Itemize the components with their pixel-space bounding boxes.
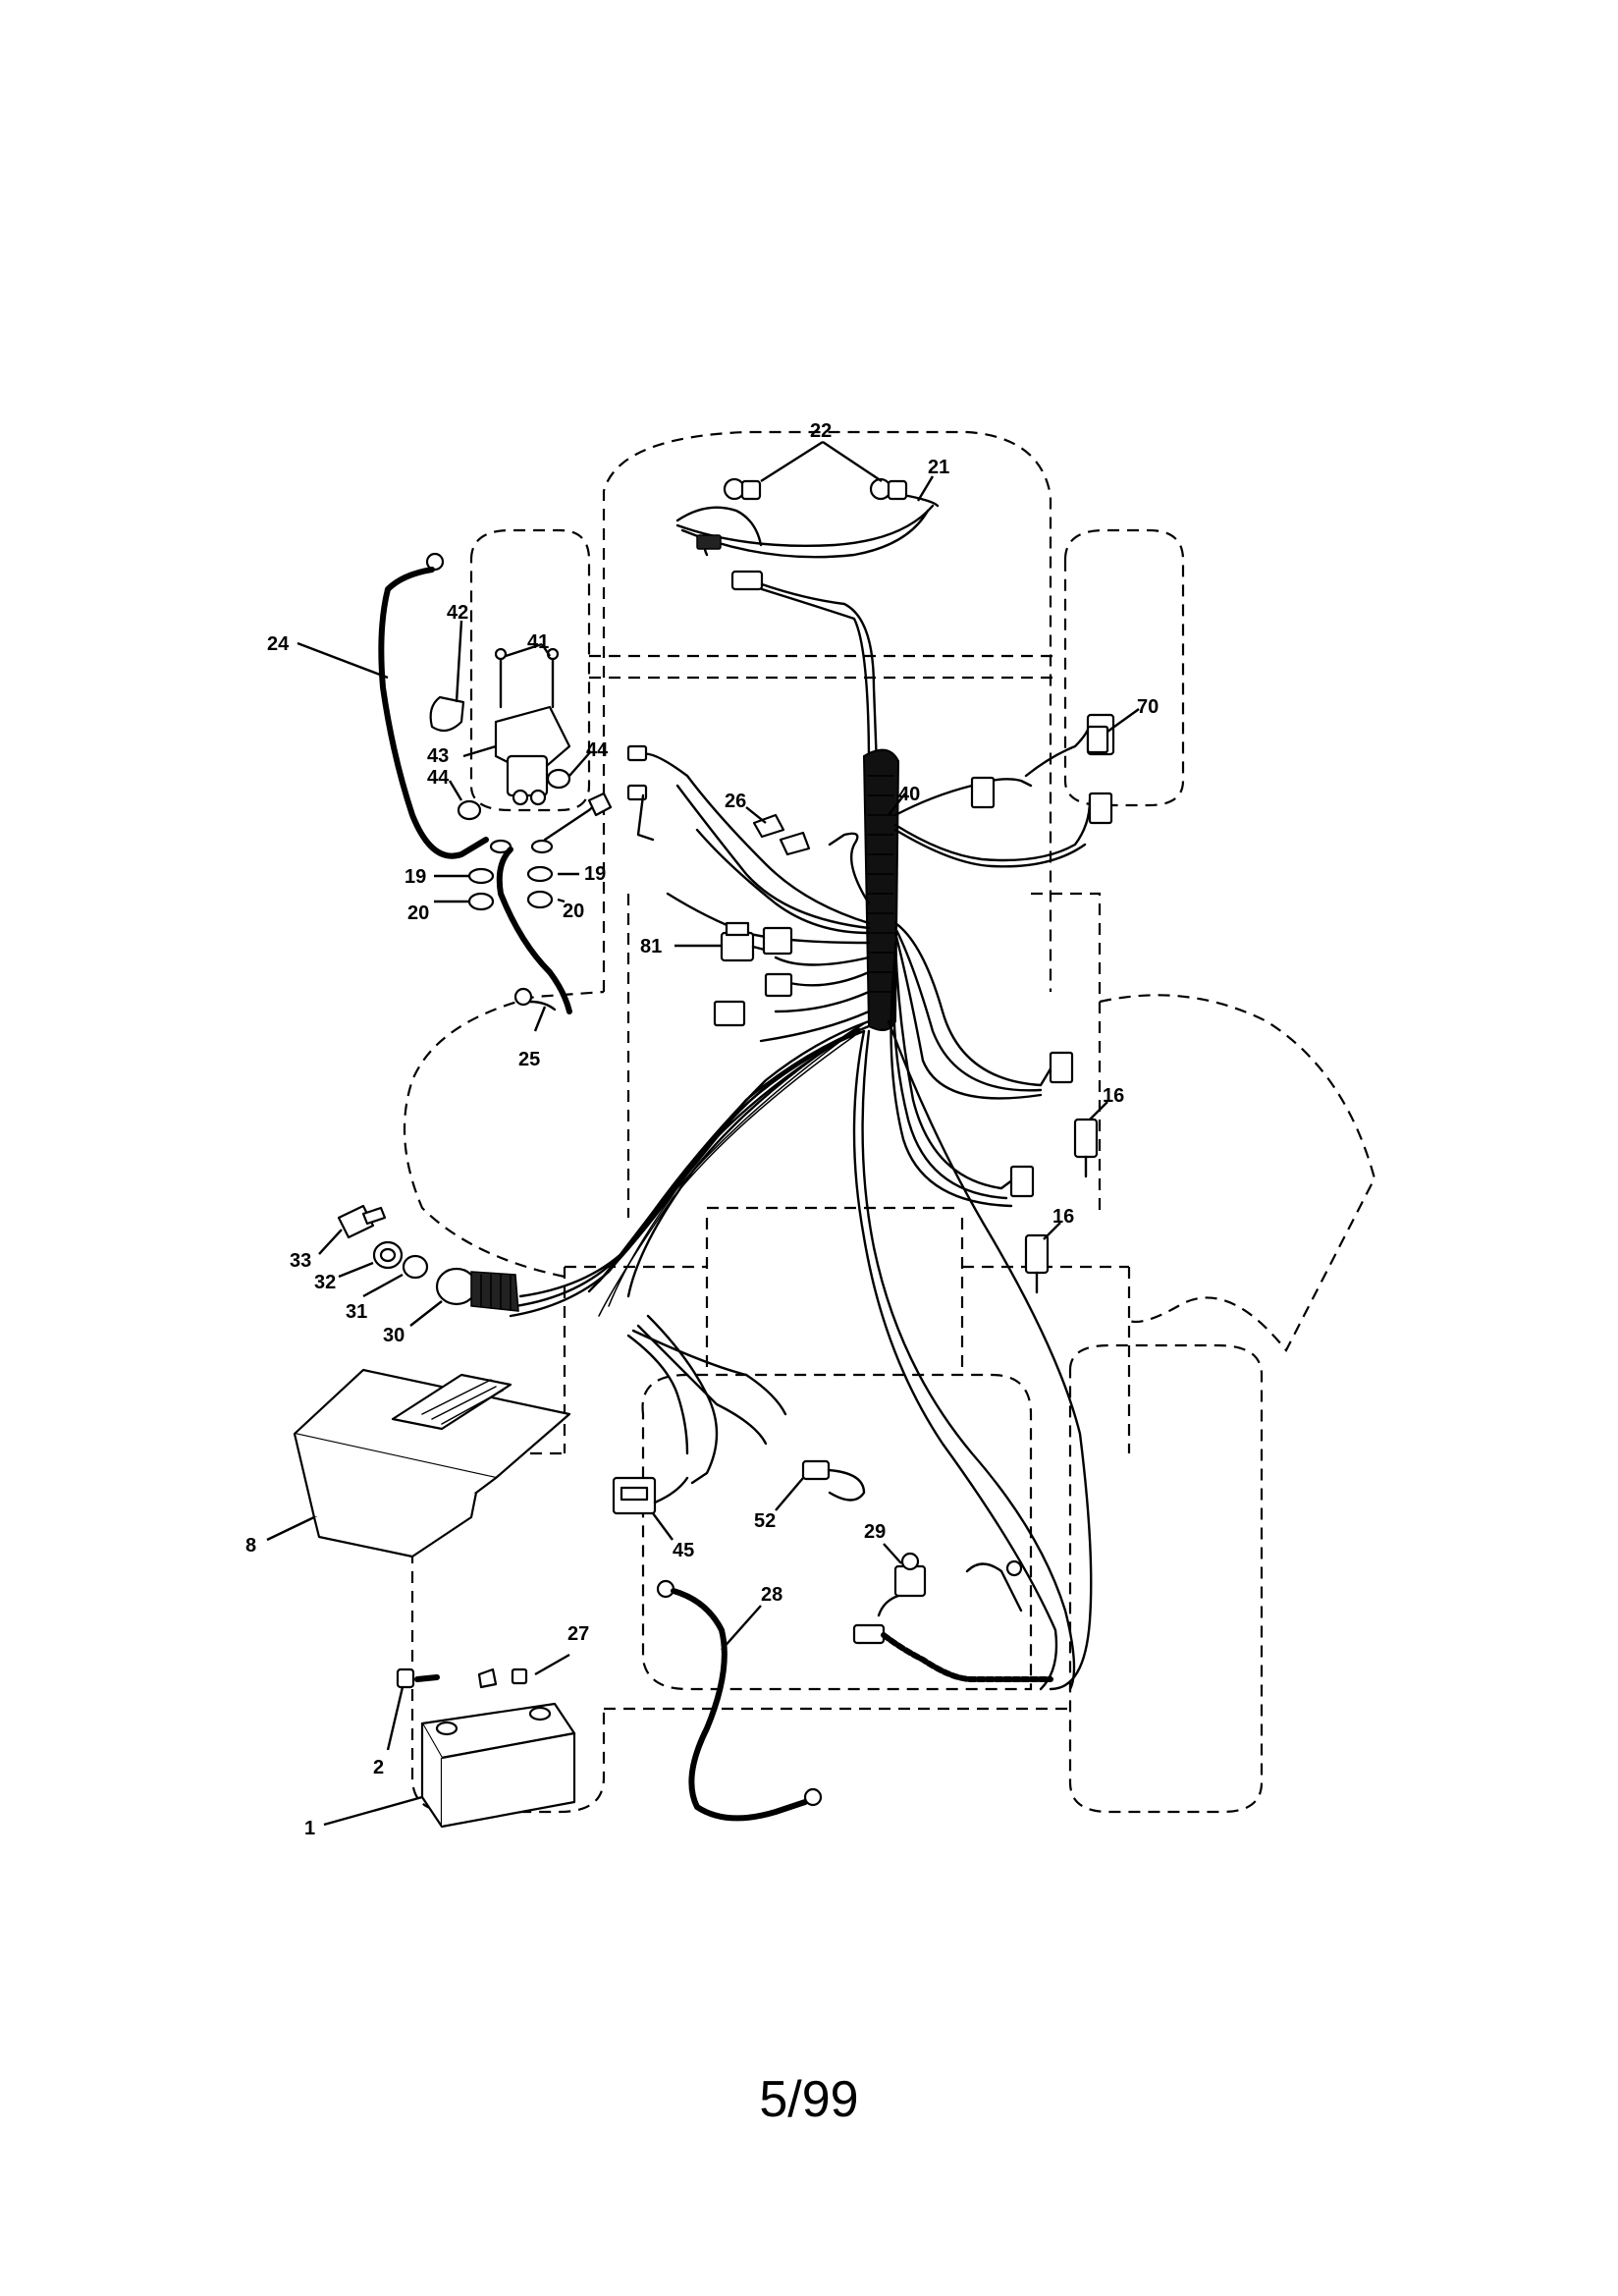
hood-outline [602,430,1052,992]
callout-19-right: 19 [584,863,606,885]
callout-31: 31 [346,1301,367,1323]
callout-42: 42 [447,602,468,624]
headlight-harness [675,477,940,768]
cable-25 [496,792,613,1014]
callout-30: 30 [383,1325,404,1346]
switch-16-lower [1024,1233,1050,1294]
headlight-bulb-left [723,477,762,501]
bezel-32 [372,1240,404,1270]
frame-outline [626,892,1102,1375]
nut-31 [402,1254,429,1280]
right-fender-outline [1099,994,1376,1353]
switch-29 [877,1552,927,1617]
front-left-wheel-outline [469,528,591,812]
connector-52 [801,1459,866,1502]
callout-44-left: 44 [427,767,450,789]
headlight-bulb-right [869,477,908,501]
solenoid-assembly [494,647,571,806]
battery-1 [420,1702,576,1829]
callout-33: 33 [290,1250,311,1272]
callout-52: 52 [754,1510,776,1532]
callout-40: 40 [898,784,920,805]
callout-20-right: 20 [563,901,584,922]
main-harness-wrap [509,720,1093,1691]
callout-24: 24 [267,633,290,655]
front-axle-outline [589,654,1060,680]
callout-45: 45 [673,1540,694,1561]
ground-cable-28 [656,1579,823,1822]
callout-26: 26 [725,791,746,812]
callouts: 22 21 24 42 41 43 44 44 70 40 26 19 20 1… [245,420,1159,1839]
callout-44-right: 44 [586,739,609,761]
battery-bolt-2 [396,1667,440,1689]
front-right-wheel-outline [1063,528,1185,807]
callout-16-upper: 16 [1103,1085,1124,1107]
hour-meter-45 [612,1476,689,1515]
callout-20-left: 20 [407,902,429,924]
callout-70: 70 [1137,696,1159,718]
coiled-lead [852,1559,1053,1682]
left-fender-outline [403,990,605,1279]
callout-22: 22 [810,420,832,442]
ignition-key-33 [337,1204,387,1239]
battery-nut-27 [477,1667,528,1689]
callout-43: 43 [427,745,449,767]
callout-21: 21 [928,457,949,478]
callout-2: 2 [373,1757,384,1778]
rear-center-outline [641,1373,1033,1691]
tractor-outline [403,430,1376,1814]
page-number: 5/99 [759,2071,859,2128]
callout-27: 27 [567,1623,589,1645]
washers-19-nuts-20 [467,839,554,911]
ignition-switch-30 [435,1267,519,1312]
nuts-44 [457,768,571,821]
callout-25: 25 [518,1049,540,1070]
callout-81: 81 [640,936,662,957]
callout-19-left: 19 [404,866,426,888]
switch-16-upper [1073,1118,1099,1178]
battery-cable-24 [378,552,489,859]
connector-70 [970,725,1109,809]
callout-32: 32 [314,1272,336,1293]
battery-box-8 [293,1368,571,1558]
callout-28: 28 [761,1584,782,1606]
rear-deck-outline [563,1265,1131,1453]
callout-41: 41 [527,631,549,653]
callout-29: 29 [864,1521,886,1543]
rear-right-wheel-outline [1068,1343,1264,1814]
leader-lines [266,440,1140,1827]
callout-8: 8 [245,1535,256,1557]
terminal-boot-42 [429,695,465,733]
callout-16-lower: 16 [1052,1206,1074,1228]
harness-sleeve [862,748,900,1031]
callout-1: 1 [304,1818,315,1839]
